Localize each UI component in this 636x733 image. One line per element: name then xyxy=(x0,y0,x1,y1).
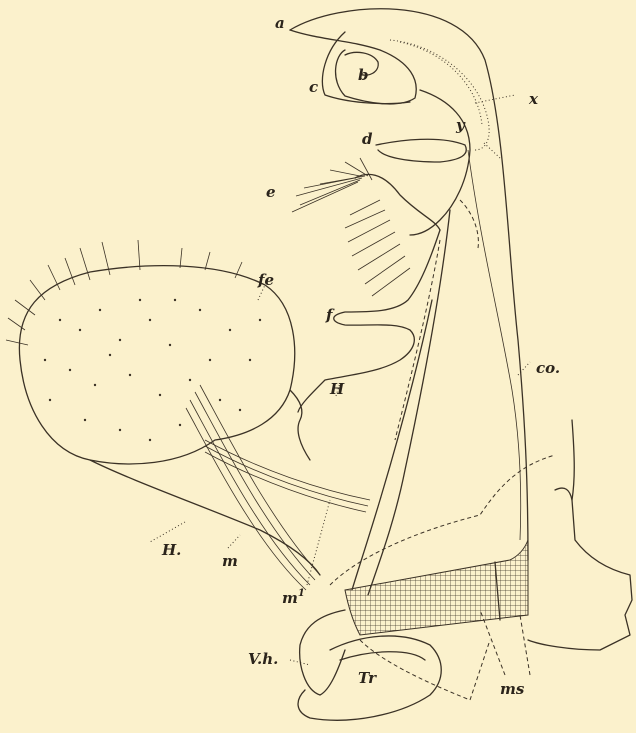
lobe-e xyxy=(355,174,440,230)
right-plate xyxy=(528,488,632,650)
right-plate-stalk xyxy=(572,420,574,500)
label-e: e xyxy=(266,183,276,201)
label-m1: m1 xyxy=(282,588,305,607)
dotted-curve-1 xyxy=(390,40,489,150)
label-H-inner: H xyxy=(329,380,345,398)
round-organ-fe xyxy=(19,266,294,464)
label-y: y xyxy=(455,116,466,134)
label-c: c xyxy=(309,78,318,96)
fe-dots xyxy=(44,299,261,441)
label-m: m xyxy=(222,552,238,570)
stalk-outline xyxy=(290,9,528,560)
label-H-outer: H. xyxy=(161,541,181,559)
label-Tr: Tr xyxy=(358,669,377,687)
dotted-curve-2 xyxy=(400,42,482,125)
label-co: co. xyxy=(536,359,560,377)
label-b: b xyxy=(358,66,369,84)
label-ms: ms xyxy=(500,680,525,698)
label-d: d xyxy=(362,130,373,148)
label-fe: fe xyxy=(257,271,274,289)
base-Vh xyxy=(300,610,345,695)
label-x: x xyxy=(528,90,539,108)
muscle-m1 xyxy=(205,440,370,512)
lobe-H-inner xyxy=(290,390,310,460)
dashed-outline-lower xyxy=(360,640,490,700)
process-d xyxy=(376,139,466,162)
long-rod xyxy=(368,210,450,595)
label-a: a xyxy=(275,14,285,32)
bristles-e xyxy=(292,158,372,212)
plate-Tr-inner xyxy=(340,652,425,660)
long-rod-2 xyxy=(352,300,432,590)
stalk-inner-line xyxy=(468,150,521,540)
fe-setae xyxy=(6,240,242,345)
comb-bristles xyxy=(345,200,410,296)
dashed-curve-upper xyxy=(460,200,478,248)
hatched-band xyxy=(345,540,528,635)
central-sclerite xyxy=(298,230,440,412)
label-f: f xyxy=(325,306,335,324)
label-Vh: V.h. xyxy=(248,650,278,668)
